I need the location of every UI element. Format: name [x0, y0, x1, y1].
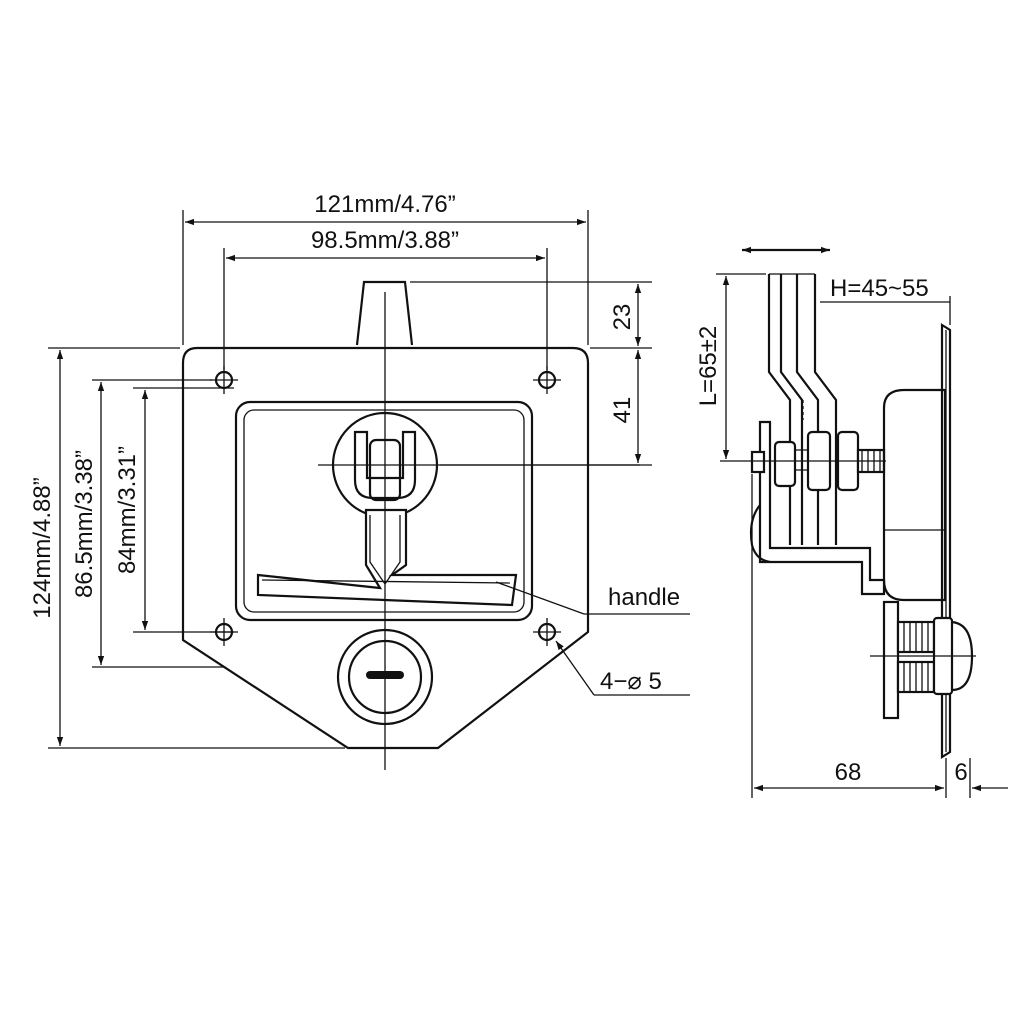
holes-label: 4−⌀ 5 [600, 668, 662, 695]
depth-label: 68 [835, 759, 862, 786]
dim-hole-spacing-height: 86.5mm/3.38” [71, 379, 225, 668]
latch-housing [882, 388, 947, 602]
handle-recess [234, 400, 534, 622]
hole-spacing-height-label: 86.5mm/3.38” [71, 450, 98, 598]
dim-depth: 68 [751, 474, 971, 798]
cover-plate [940, 323, 952, 759]
h-label: H=45~55 [830, 275, 929, 302]
latch-bars [767, 273, 838, 545]
dim-length: L=65±2 [695, 273, 766, 459]
flange-label: 6 [954, 759, 967, 786]
dim-stem-height: 23 [410, 281, 652, 466]
dim-overall-width: 121mm/4.76” [182, 191, 589, 345]
dim-flange: 6 [954, 759, 1008, 792]
side-view: L=65±2 H=45~55 68 6 [695, 246, 1008, 798]
length-label: L=65±2 [695, 326, 722, 407]
callout-holes: 4−⌀ 5 [555, 640, 690, 696]
overall-width-label: 121mm/4.76” [314, 191, 455, 218]
dim-hole-spacing-width: 98.5mm/3.88” [223, 227, 548, 370]
stem-height-label: 23 [609, 304, 636, 331]
hole-spacing-width-label: 98.5mm/3.88” [311, 227, 459, 254]
pivot-fork [353, 430, 417, 500]
front-view: 121mm/4.76” 98.5mm/3.88” 23 41 124mm/4.8… [29, 191, 690, 770]
dim-overall-height: 124mm/4.88” [29, 347, 345, 749]
handle-recess-inner [243, 409, 525, 613]
stem-to-center-label: 41 [609, 397, 636, 424]
lock-body [870, 600, 976, 720]
dim-recess-height: 84mm/3.31” [114, 387, 234, 633]
recess-height-label: 84mm/3.31” [114, 446, 141, 574]
callout-handle: handle [495, 581, 690, 615]
handle-label: handle [608, 584, 680, 611]
bolt-assembly [720, 430, 886, 492]
latch-stem [355, 280, 414, 346]
latch-plate [181, 346, 590, 750]
dim-h: H=45~55 [820, 275, 951, 325]
t-handle [256, 508, 518, 607]
overall-height-label: 124mm/4.88” [29, 477, 56, 618]
mounting-holes [210, 366, 561, 646]
dim-stem-to-center: 41 [609, 350, 642, 463]
